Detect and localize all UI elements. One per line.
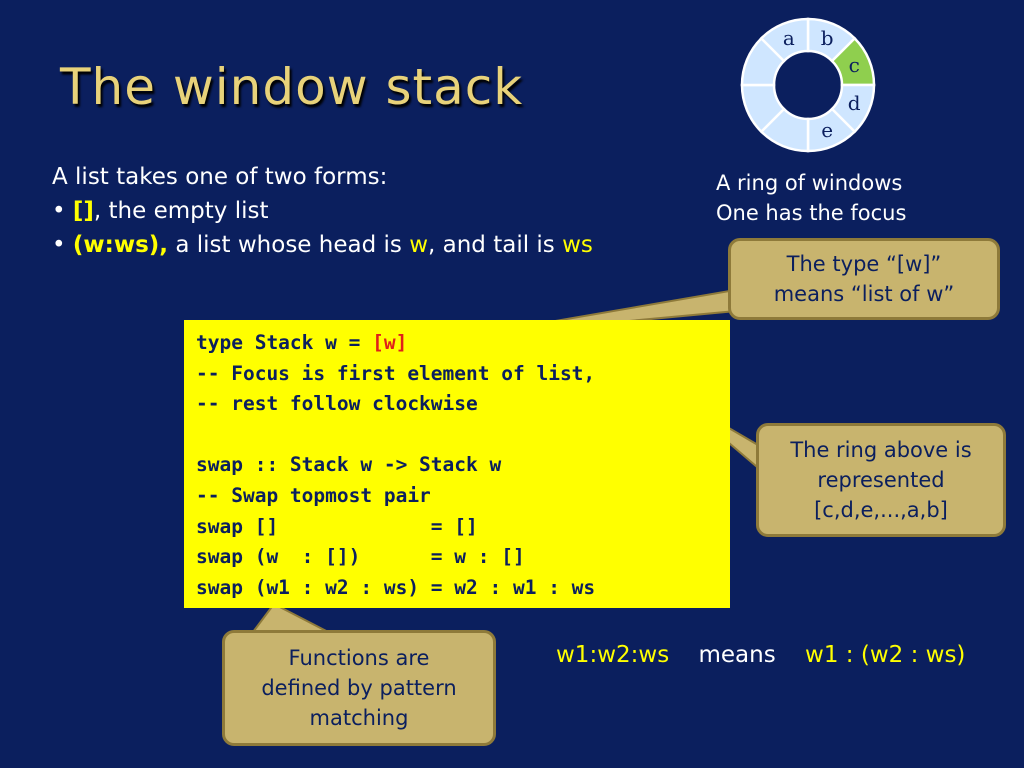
bullet-cons-text-mid: , and tail is [428,232,555,258]
callout-ring-line3: [c,d,e,...,a,b] [814,498,948,522]
code-line-comment-focus: -- Focus is first element of list, [196,361,596,385]
callout-ring-line2: represented [817,468,945,492]
callout-ring-line1: The ring above is [790,438,972,462]
ring-label-a: a [783,26,795,50]
ring-caption-line2: One has the focus [716,201,907,225]
bullet-empty-list: • [], the empty list [52,194,593,228]
callout-funcs-line1: Functions are [288,646,430,670]
code-line-swap-single: swap (w : []) = w : [] [196,545,525,569]
code-type-highlight: [w] [372,331,408,354]
code-line-blank [196,420,718,451]
code-line-type: type Stack w = [w] [196,328,718,359]
ring-label-b: b [821,26,834,50]
ring-segment-a [759,17,810,63]
code-line-swap-empty: swap [] = [] [196,514,478,538]
callout-ring-representation: The ring above is represented [c,d,e,...… [756,423,1006,537]
code-line-swap-comment: -- Swap topmost pair [196,483,431,507]
bullet-cons-code: (w:ws), [72,232,169,258]
slide-title: The window stack [60,58,524,116]
means-statement: w1:w2:ws means w1 : (w2 : ws) [556,642,987,668]
callout-funcs-line2: defined by pattern [261,676,457,700]
intro-block: A list takes one of two forms: • [], the… [52,160,593,262]
callout-type-line2: means “list of w” [773,282,955,306]
callout-type-meaning: The type “[w]” means “list of w” [728,238,1000,320]
code-block: type Stack w = [w] -- Focus is first ele… [184,320,730,608]
bullet-empty-text: , the empty list [93,198,269,224]
ring-label-c: c [849,53,860,77]
bullet-cons-list: • (w:ws), a list whose head is w, and ta… [52,228,593,262]
bullet-cons-text-pre: a list whose head is [175,232,402,258]
bullet-cons-head: w [409,232,428,258]
ring-label-e: e [821,118,833,142]
ring-caption-line1: A ring of windows [716,171,903,195]
code-type-decl: type Stack w = [196,331,373,354]
code-line-swap-pair: swap (w1 : w2 : ws) = w2 : w1 : ws [196,575,596,599]
callout-type-line1: The type “[w]” [786,252,942,276]
bullet-empty-code: [] [72,198,94,224]
bullet-cons-tail: ws [562,232,593,258]
intro-heading: A list takes one of two forms: [52,164,388,190]
means-right: w1 : (w2 : ws) [805,642,966,668]
ring-caption: A ring of windows One has the focus [716,168,906,228]
means-left: w1:w2:ws [556,642,670,668]
callout-pattern-matching: Functions are defined by pattern matchin… [222,630,496,746]
code-line-comment-rest: -- rest follow clockwise [196,392,478,416]
ring-label-d: d [848,91,861,115]
bullet-marker: • [52,198,66,224]
means-word: means [698,642,776,668]
code-line-swap-sig: swap :: Stack w -> Stack w [196,453,502,477]
callout-funcs-line3: matching [309,706,409,730]
bullet-marker: • [52,232,66,258]
